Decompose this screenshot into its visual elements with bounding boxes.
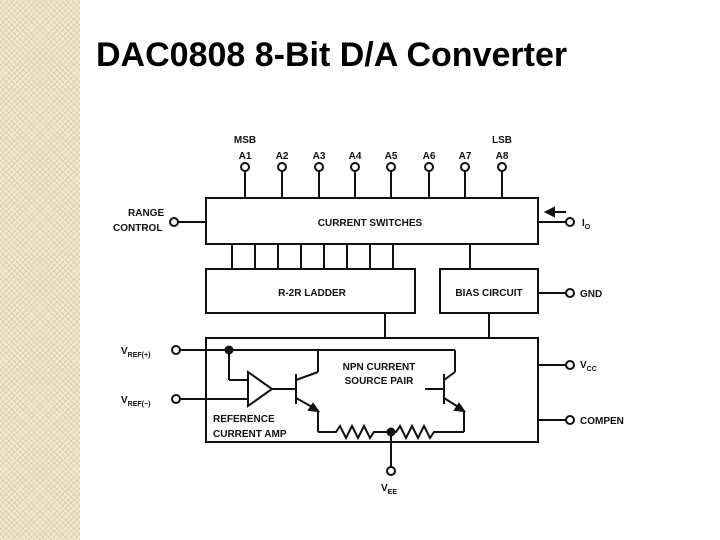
msb-label: MSB <box>234 135 256 146</box>
vref-pos-label: VREF(+) <box>121 346 150 359</box>
bit-label-a7: A7 <box>459 151 472 162</box>
vee-pin <box>386 466 396 476</box>
bit-pin-leads <box>244 171 503 198</box>
io-pin <box>565 217 575 227</box>
decorative-side-strip <box>0 0 80 540</box>
bit-label-a6: A6 <box>423 151 436 162</box>
reference-amp-wiring <box>206 349 467 467</box>
junction-dot <box>386 427 396 437</box>
reference-amp-block <box>205 337 539 443</box>
vref-neg-label: VREF(−) <box>121 395 150 408</box>
io-label: IO <box>582 218 591 231</box>
vcc-pin <box>565 360 575 370</box>
r2r-ladder-label: R-2R LADDER <box>278 288 347 299</box>
bit-label-a3: A3 <box>313 151 326 162</box>
vref-neg-pin <box>171 394 181 404</box>
lsb-label: LSB <box>492 135 512 146</box>
npn-pair-label-2: SOURCE PAIR <box>345 376 414 387</box>
npn-pair-label-1: NPN CURRENT <box>343 362 416 373</box>
gnd-label: GND <box>580 289 602 300</box>
vref-pos-pin <box>171 345 181 355</box>
range-control-label-2: CONTROL <box>113 223 162 234</box>
op-amp-symbol <box>247 370 274 408</box>
compen-pin <box>565 415 575 425</box>
range-control-pin <box>169 217 179 227</box>
range-control-label-1: RANGE <box>128 208 164 219</box>
vcc-label: VCC <box>580 360 597 373</box>
bit-label-a8: A8 <box>496 151 509 162</box>
ref-amp-label-2: CURRENT AMP <box>213 429 287 440</box>
bit-pin-circles <box>240 162 507 172</box>
bias-circuit-label: BIAS CIRCUIT <box>455 288 522 299</box>
ref-amp-label-1: REFERENCE <box>213 414 275 425</box>
bit-label-a2: A2 <box>276 151 289 162</box>
bit-label-a1: A1 <box>239 151 252 162</box>
bit-label-a4: A4 <box>349 151 362 162</box>
r2r-ladder-block <box>205 268 416 314</box>
junction-dot <box>224 345 234 355</box>
switch-ladder-connections <box>231 244 471 269</box>
current-switches-label: CURRENT SWITCHES <box>318 218 423 229</box>
vee-label: VEE <box>381 483 397 496</box>
gnd-pin <box>565 288 575 298</box>
bit-label-a5: A5 <box>385 151 398 162</box>
compen-label: COMPEN <box>580 416 624 427</box>
slide-title: DAC0808 8-Bit D/A Converter <box>96 36 568 74</box>
